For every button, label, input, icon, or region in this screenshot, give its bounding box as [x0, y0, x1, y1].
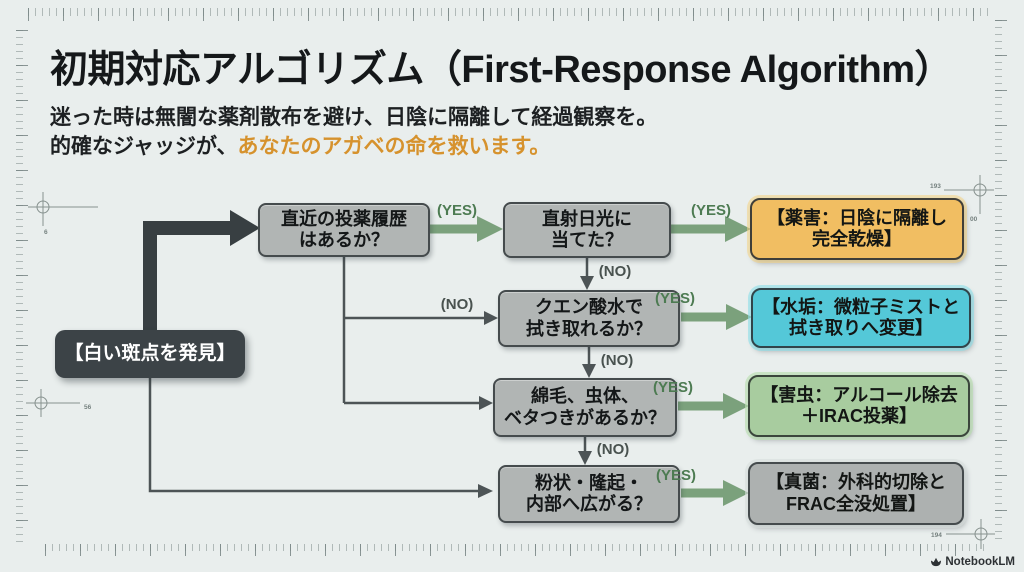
question-line: 直射日光に — [542, 208, 632, 229]
registration-marks — [26, 175, 995, 549]
connector-q4-q5 — [578, 437, 592, 465]
question-line: 綿毛、虫体、 — [531, 386, 639, 407]
edge-label-yes: (YES) — [690, 202, 731, 219]
notebooklm-watermark: NotebookLM — [930, 556, 1015, 568]
question-line: 内部へ広がる？ — [526, 494, 652, 514]
question-line: はあるか？ — [299, 230, 389, 250]
connector-q2-q3 — [580, 258, 594, 290]
start-arrow — [143, 210, 260, 334]
result-line: 完全乾燥】 — [812, 229, 902, 249]
question-line: ベタつきがあるか？ — [504, 407, 666, 428]
edge-label-yes: (YES) — [655, 467, 696, 484]
connector-q1-branches — [342, 257, 498, 410]
subtitle: 迷った時は無闇な薬剤散布を避け、日陰に隔離して経過観察を。 的確なジャッジが、あ… — [50, 103, 770, 161]
edge-label-yes: (YES) — [652, 379, 693, 396]
flow-node-question-powdery-spread: 粉状・隆起・ 内部へ広がる？ — [498, 465, 680, 523]
subtitle-line2-highlight: あなたのアガベの命を救います。 — [237, 135, 551, 158]
flow-node-result-chemical-damage: 【薬害：日陰に隔離し 完全乾燥】 — [750, 198, 964, 260]
flow-node-start-label: 【白い斑点を発見】 — [64, 342, 236, 364]
reg-label: 56 — [84, 404, 92, 411]
connector-q3-q4 — [582, 347, 596, 378]
result-line: ＋IRAC投薬】 — [801, 406, 917, 426]
page-title: 初期対応アルゴリズム（First-Response Algorithm） — [50, 49, 953, 91]
flow-node-question-direct-sunlight: 直射日光に 当てた？ — [503, 202, 671, 258]
flow-node-start: 【白い斑点を発見】 — [55, 330, 245, 378]
reg-label: 00 — [970, 216, 978, 223]
flow-node-question-medication-history: 直近の投薬履歴 はあるか？ — [258, 203, 430, 257]
result-line: 【真菌：外科的切除と — [766, 472, 946, 493]
notebooklm-logo-icon — [931, 557, 942, 567]
reg-label: 6 — [44, 229, 48, 236]
subtitle-line2-prefix: 的確なジャッジが、 — [50, 135, 238, 158]
edge-label-no: (NO) — [440, 296, 474, 313]
yes-arrows — [430, 216, 752, 506]
edge-label-no: (NO) — [600, 352, 634, 369]
edge-label-no: (NO) — [598, 263, 632, 280]
flow-node-result-fungus: 【真菌：外科的切除と FRAC全没処置】 — [748, 462, 964, 525]
reg-label: 193 — [930, 183, 941, 190]
question-line: 粉状・隆起・ — [535, 472, 643, 493]
flow-node-result-pest: 【害虫：アルコール除去 ＋IRAC投薬】 — [748, 375, 970, 437]
registration-labels: 6 56 193 00 194 — [44, 183, 978, 539]
result-line: 拭き取りへ変更】 — [789, 318, 933, 338]
connector-start-to-q5 — [148, 378, 493, 498]
flow-node-result-water-scale: 【水垢：微粒子ミストと 拭き取りへ変更】 — [751, 288, 971, 348]
edge-label-no: (NO) — [596, 441, 630, 458]
flow-node-question-insect-signs: 綿毛、虫体、 ベタつきがあるか？ — [493, 378, 677, 437]
watermark-label: NotebookLM — [945, 556, 1015, 568]
subtitle-line1: 迷った時は無闇な薬剤散布を避け、日陰に隔離して経過観察を。 — [50, 106, 658, 129]
reg-label: 194 — [931, 532, 942, 539]
question-line: 当てた？ — [551, 230, 623, 250]
result-line: 【水垢：微粒子ミストと — [762, 296, 960, 317]
flow-node-question-citric-acid-wipe: クエン酸水で 拭き取れるか？ — [498, 290, 680, 347]
question-line: 拭き取れるか？ — [526, 318, 652, 339]
edge-label-yes: (YES) — [436, 202, 477, 219]
edge-label-yes: (YES) — [654, 290, 695, 307]
result-line: 【薬害：日陰に隔離し — [767, 207, 947, 228]
question-line: 直近の投薬履歴 — [281, 208, 407, 229]
result-line: 【害虫：アルコール除去 — [760, 384, 958, 405]
question-line: クエン酸水で — [535, 297, 643, 318]
result-line: FRAC全没処置】 — [786, 493, 926, 514]
